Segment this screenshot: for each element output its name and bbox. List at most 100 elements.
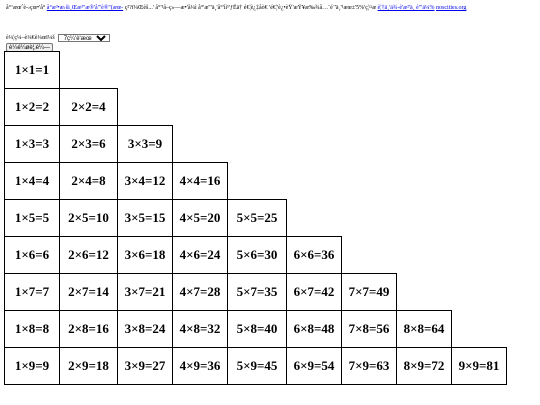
header-link-2[interactable]: è¦†ä¸'ä¾-è'æ²'ä¸ è'"ä¼% (377, 5, 435, 11)
empty-cell (342, 89, 397, 126)
table-cell: 5×9=45 (227, 347, 287, 385)
table-cell: 1×7=7 (4, 273, 60, 311)
empty-cell (228, 163, 287, 200)
table-cell: 3×8=24 (117, 310, 173, 348)
empty-cell (452, 200, 507, 237)
table-cell: 1×9=9 (4, 347, 60, 385)
table-cell: 8×8=64 (396, 310, 452, 348)
table-cell: 5×5=25 (227, 199, 287, 237)
table-cell: 1×8=8 (4, 310, 60, 348)
table-cell: 2×6=12 (59, 236, 118, 274)
controls: è¼¦ç¼–è¼€è¼œï¼š 7ç¼'è'æœ è¼é¼øè¦‚è¼— (6, 33, 110, 52)
table-cell: 4×8=32 (172, 310, 228, 348)
empty-cell (452, 89, 507, 126)
empty-cell (228, 52, 287, 89)
empty-cell (397, 126, 452, 163)
table-cell: 5×7=35 (227, 273, 287, 311)
table-cell: 4×7=28 (172, 273, 228, 311)
empty-cell (173, 126, 228, 163)
header-garbled-text: å°‘æœˆè-›çœ•'å° (6, 5, 46, 11)
empty-cell (397, 52, 452, 89)
empty-cell (342, 237, 397, 274)
table-cell: 3×7=21 (117, 273, 173, 311)
empty-cell (342, 52, 397, 89)
empty-cell (452, 126, 507, 163)
header-link[interactable]: å°æ³•æ›ši¸Œæ³"æ®'å"'è®"(æœ- (46, 5, 124, 11)
domain-link[interactable]: noscities.org (436, 5, 467, 11)
empty-cell (397, 163, 452, 200)
empty-cell (342, 163, 397, 200)
empty-cell (118, 52, 173, 89)
table-cell: 6×8=48 (286, 310, 342, 348)
table-cell: 5×6=30 (227, 236, 287, 274)
table-cell: 5×8=40 (227, 310, 287, 348)
empty-cell (452, 237, 507, 274)
table-cell: 8×9=72 (396, 347, 452, 385)
table-cell: 2×4=8 (59, 162, 118, 200)
empty-cell (287, 89, 342, 126)
table-cell: 4×9=36 (172, 347, 228, 385)
header-text: å°‘æœˆè-›çœ•'å° å°æ³•æ›ši¸Œæ³"æ®'å"'è®"(… (6, 4, 534, 12)
table-cell: 1×4=4 (4, 162, 60, 200)
table-style-select[interactable]: 7ç¼'è'æœ (57, 33, 110, 42)
table-cell: 2×5=10 (59, 199, 118, 237)
empty-cell (452, 274, 507, 311)
empty-cell (228, 89, 287, 126)
table-row: 1×1=1 (4, 51, 507, 89)
table-cell: 1×2=2 (4, 88, 60, 126)
empty-cell (173, 52, 228, 89)
table-cell: 7×8=56 (341, 310, 397, 348)
empty-cell (397, 237, 452, 274)
table-cell: 6×9=54 (286, 347, 342, 385)
table-cell: 3×5=15 (117, 199, 173, 237)
empty-cell (452, 52, 507, 89)
empty-cell (342, 200, 397, 237)
table-cell: 9×9=81 (451, 347, 507, 385)
table-cell: 3×4=12 (117, 162, 173, 200)
empty-cell (287, 163, 342, 200)
empty-cell (397, 274, 452, 311)
empty-cell (452, 311, 507, 348)
table-cell: 4×5=20 (172, 199, 228, 237)
empty-cell (60, 52, 118, 89)
empty-cell (397, 200, 452, 237)
table-cell: 1×3=3 (4, 125, 60, 163)
table-cell: 7×7=49 (341, 273, 397, 311)
table-cell: 6×6=36 (286, 236, 342, 274)
table-cell: 3×6=18 (117, 236, 173, 274)
empty-cell (452, 163, 507, 200)
table-cell: 2×9=18 (59, 347, 118, 385)
table-cell: 6×7=42 (286, 273, 342, 311)
table-cell: 2×2=4 (59, 88, 118, 126)
table-cell: 1×6=6 (4, 236, 60, 274)
table-cell: 2×3=6 (59, 125, 118, 163)
empty-cell (173, 89, 228, 126)
table-cell: 2×8=16 (59, 310, 118, 348)
select-label: è¼¦ç¼–è¼€è¼œï¼š (6, 34, 55, 41)
empty-cell (287, 52, 342, 89)
empty-cell (118, 89, 173, 126)
table-cell: 1×5=5 (4, 199, 60, 237)
table-cell: 1×1=1 (4, 51, 60, 89)
table-cell: 4×4=16 (172, 162, 228, 200)
table-cell: 3×3=9 (117, 125, 173, 163)
empty-cell (287, 126, 342, 163)
table-cell: 4×6=24 (172, 236, 228, 274)
empty-cell (342, 126, 397, 163)
empty-cell (228, 126, 287, 163)
header-rest-text: ç²?ï¼Œèš...' å°'¹â–ç»—æ•'å¼ì å°'æ'"ä¸'å°… (124, 5, 377, 11)
controls-row: è¼¦ç¼–è¼€è¼œï¼š 7ç¼'è'æœ (6, 33, 110, 42)
table-cell: 2×7=14 (59, 273, 118, 311)
empty-cell (397, 89, 452, 126)
table-cell: 3×9=27 (117, 347, 173, 385)
table-cell: 7×9=63 (341, 347, 397, 385)
